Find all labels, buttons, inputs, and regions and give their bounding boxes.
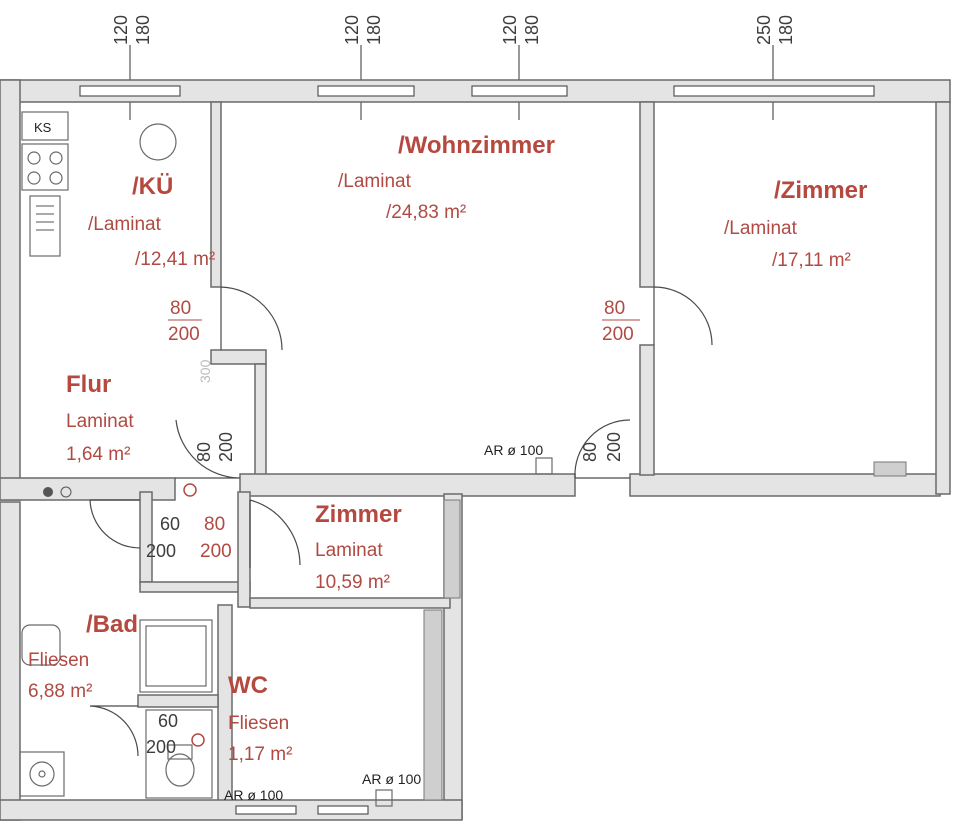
room-kueche: /KÜ /Laminat /12,41 m²: [88, 173, 215, 270]
bad-floor: Fliesen: [28, 650, 89, 671]
dim-4-b: 180: [776, 15, 796, 45]
dim-4-a: 250: [754, 15, 774, 45]
zimmer-right-floor: /Laminat: [724, 218, 798, 239]
room-flur: Flur Laminat 1,64 m²: [66, 371, 134, 465]
room-bad: /Bad Fliesen 6,88 m²: [28, 611, 138, 702]
wc-fixture: [145, 709, 213, 799]
dim-3-b: 180: [522, 15, 542, 45]
svg-text:200: 200: [602, 324, 634, 345]
dim-2-b: 180: [364, 15, 384, 45]
dim-2-a: 120: [342, 15, 362, 45]
room-zimmer-right: /Zimmer /Laminat /17,11 m²: [724, 177, 867, 271]
svg-text:80: 80: [580, 442, 600, 462]
door-dim-kueche: 80 200: [168, 298, 202, 345]
meter-symbols: [43, 457, 553, 807]
bath-fixtures: [19, 619, 213, 797]
top-dimension-1: 120 180: [111, 15, 153, 45]
vent-label-bad: AR ø 100: [224, 787, 283, 803]
wohnzimmer-floor: /Laminat: [338, 171, 412, 192]
stove-label: KS: [34, 120, 52, 135]
top-dimension-4: 250 180: [754, 15, 796, 45]
svg-text:200: 200: [604, 432, 624, 462]
dim-1-a: 120: [111, 15, 131, 45]
bad-name: /Bad: [86, 611, 138, 638]
wohnzimmer-area: /24,83 m²: [386, 202, 466, 223]
svg-text:80: 80: [604, 298, 625, 319]
wc-name: WC: [228, 672, 268, 699]
svg-text:200: 200: [146, 737, 176, 757]
door-swings: [89, 286, 713, 757]
zimmer-small-floor: Laminat: [315, 540, 383, 561]
door-dim-bad: 60 200: [146, 514, 180, 561]
door-dim-zimmer-right: 80 200: [602, 298, 640, 345]
faint-dimension-text: 300: [197, 359, 213, 383]
door-dim-wohnzimmer-bottom: 80 200: [580, 432, 624, 462]
zimmer-right-name: /Zimmer: [774, 177, 867, 204]
svg-text:200: 200: [216, 432, 236, 462]
svg-text:200: 200: [200, 541, 232, 562]
door-dim-wc: 60 200: [146, 711, 178, 757]
kueche-floor: /Laminat: [88, 214, 162, 235]
svg-text:80: 80: [194, 442, 214, 462]
svg-text:60: 60: [158, 711, 178, 731]
kitchen-fixtures: KS: [21, 111, 177, 257]
flur-name: Flur: [66, 371, 111, 398]
door-dim-flur-vertical: 80 200: [194, 432, 236, 462]
zimmer-small-area: 10,59 m²: [315, 572, 390, 593]
door-dim-zimmer-small: 80 200: [200, 514, 232, 562]
zimmer-right-area: /17,11 m²: [772, 250, 851, 271]
svg-text:80: 80: [170, 298, 191, 319]
windows: [79, 85, 875, 815]
top-dimension-2: 120 180: [342, 15, 384, 45]
svg-text:60: 60: [160, 514, 180, 534]
svg-text:200: 200: [146, 541, 176, 561]
flur-floor: Laminat: [66, 411, 134, 432]
bad-area: 6,88 m²: [28, 681, 92, 702]
wc-area: 1,17 m²: [228, 744, 292, 765]
top-dimension-3: 120 180: [500, 15, 542, 45]
svg-text:80: 80: [204, 514, 225, 535]
kueche-area: /12,41 m²: [135, 249, 215, 270]
room-wc: WC Fliesen 1,17 m²: [228, 672, 292, 765]
room-zimmer-small: Zimmer Laminat 10,59 m²: [315, 501, 402, 593]
chimney-hatches: [423, 461, 907, 801]
kueche-name: /KÜ: [132, 173, 173, 200]
zimmer-small-name: Zimmer: [315, 501, 402, 528]
wohnzimmer-name: /Wohnzimmer: [398, 132, 555, 159]
dim-3-a: 120: [500, 15, 520, 45]
svg-text:200: 200: [168, 324, 200, 345]
vent-label-wc: AR ø 100: [362, 771, 421, 787]
room-wohnzimmer: /Wohnzimmer /Laminat /24,83 m²: [338, 132, 555, 223]
flur-area: 1,64 m²: [66, 444, 130, 465]
wc-floor: Fliesen: [228, 713, 289, 734]
vent-label-wohnzimmer: AR ø 100: [484, 442, 543, 458]
dim-1-b: 180: [133, 15, 153, 45]
